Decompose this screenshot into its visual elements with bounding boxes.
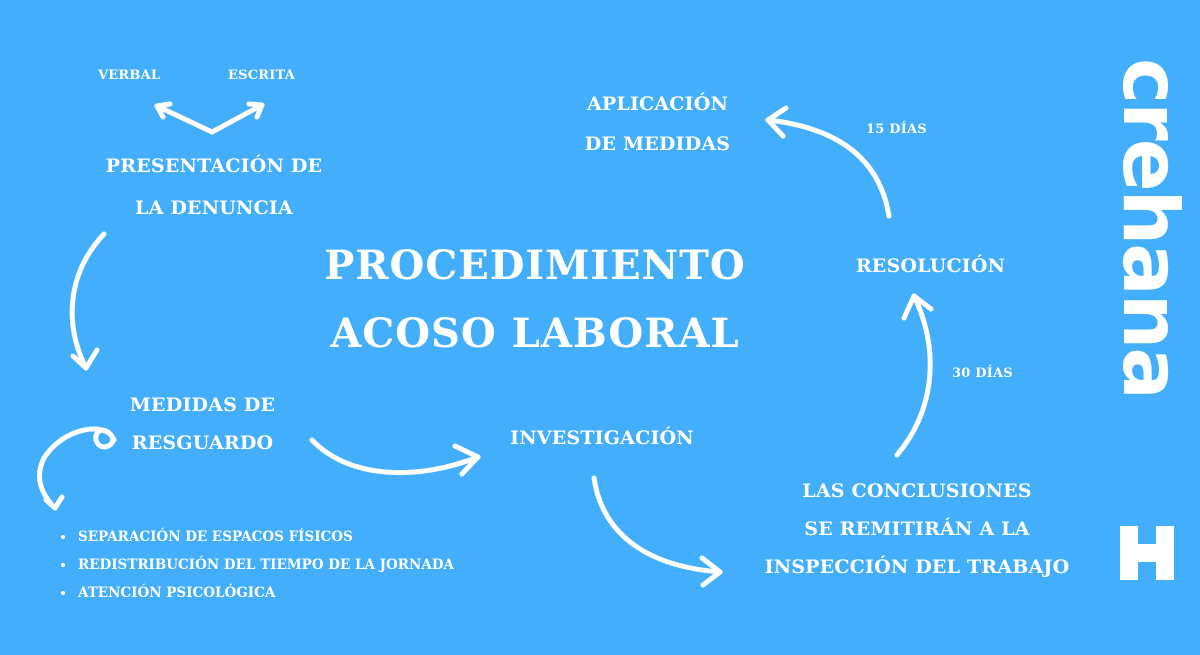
- title-line-1: PROCEDIMIENTO: [324, 242, 746, 289]
- node-conclusiones-line-1: LAS CONCLUSIONES: [802, 480, 1032, 502]
- brand-wordmark: crehana: [1112, 58, 1182, 398]
- duration-15-dias: 15 DÍAS: [866, 122, 927, 137]
- form-option-verbal: VERBAL: [98, 68, 161, 83]
- form-option-escrita: ESCRITA: [228, 68, 295, 83]
- measures-list: SEPARACIÓN DE ESPACOS FÍSICOS REDISTRIBU…: [56, 523, 454, 607]
- arrow-up-icon: [894, 293, 934, 458]
- page-title: PROCEDIMIENTO ACOSO LABORAL: [295, 232, 775, 368]
- split-arrows-icon: [154, 101, 265, 135]
- brand-mark-icon: [1120, 526, 1174, 580]
- node-presentacion-line-1: PRESENTACIÓN DE: [105, 155, 323, 177]
- node-medidas-resguardo: MEDIDAS DE RESGUARDO: [110, 389, 295, 459]
- loop-arrow-icon: [37, 426, 117, 511]
- measure-item: SEPARACIÓN DE ESPACOS FÍSICOS: [76, 523, 454, 551]
- node-conclusiones: LAS CONCLUSIONES SE REMITIRÁN A LA INSPE…: [742, 475, 1092, 583]
- node-medidas-line-1: MEDIDAS DE: [129, 394, 276, 416]
- measure-item: REDISTRIBUCIÓN DEL TIEMPO DE LA JORNADA: [76, 551, 454, 579]
- node-resolucion: RESOLUCIÓN: [855, 255, 1006, 277]
- arrow-down-icon: [69, 231, 107, 371]
- measure-item: ATENCIÓN PSICOLÓGICA: [76, 579, 454, 607]
- crehana-logo: crehana: [1112, 58, 1182, 580]
- node-conclusiones-line-3: INSPECCIÓN DEL TRABAJO: [764, 556, 1070, 578]
- node-aplicacion-line-2: DE MEDIDAS: [584, 133, 731, 155]
- node-medidas-line-2: RESGUARDO: [131, 432, 274, 454]
- title-line-2: ACOSO LABORAL: [330, 310, 740, 357]
- arrow-right-icon: [309, 437, 481, 477]
- node-presentacion-line-2: LA DENUNCIA: [135, 197, 293, 219]
- node-aplicacion-medidas: APLICACIÓN DE MEDIDAS: [565, 88, 750, 160]
- node-investigacion: INVESTIGACIÓN: [510, 427, 694, 449]
- node-aplicacion-line-1: APLICACIÓN: [586, 93, 729, 115]
- node-conclusiones-line-2: SE REMITIRÁN A LA: [804, 518, 1030, 540]
- arrow-down-right-icon: [591, 475, 723, 588]
- duration-30-dias: 30 DÍAS: [952, 366, 1013, 381]
- node-presentacion-denuncia: PRESENTACIÓN DE LA DENUNCIA: [85, 150, 343, 224]
